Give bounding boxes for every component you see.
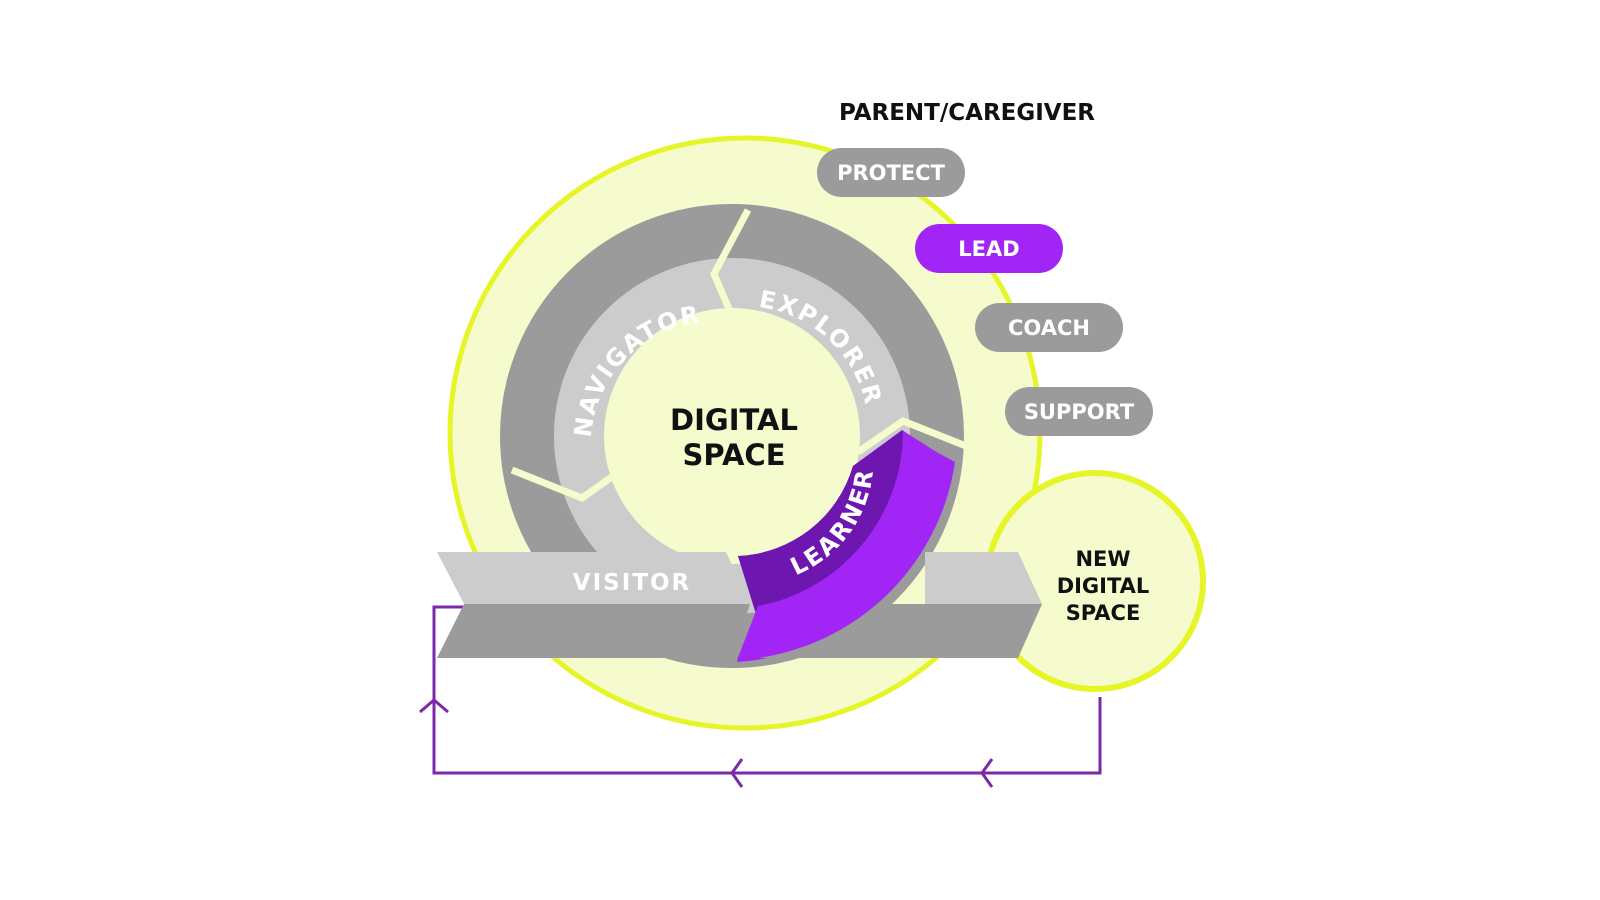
divider-exp-learn <box>856 417 968 455</box>
role-pill-protect: PROTECT <box>817 148 965 197</box>
divider-nav-exp <box>710 208 752 332</box>
visitor-band-top <box>437 552 750 604</box>
digital-space-center <box>619 321 849 551</box>
parent-caregiver-heading: PARENT/CAREGIVER <box>839 100 1095 126</box>
digital-space-line1: DIGITAL <box>670 403 798 437</box>
role-label-protect: PROTECT <box>837 161 945 185</box>
role-pill-support: SUPPORT <box>1005 387 1153 436</box>
new-space-line3: SPACE <box>1066 601 1141 625</box>
role-label-support: SUPPORT <box>1024 400 1135 424</box>
divider-visitor-nav <box>510 459 636 502</box>
digital-space-line2: SPACE <box>682 438 785 472</box>
new-space-line1: NEW <box>1075 547 1130 571</box>
new-space-line2: DIGITAL <box>1057 574 1150 598</box>
role-label-lead: LEAD <box>958 237 1019 261</box>
loop-arrow-left-1 <box>730 758 744 788</box>
learner-segment-front <box>737 434 955 660</box>
learner-segment-inner <box>738 430 904 614</box>
visitor-label: VISITOR <box>573 570 691 596</box>
return-loop-path <box>432 605 1102 775</box>
transition-band-top <box>925 552 1042 604</box>
transition-band-bottom <box>760 604 1042 658</box>
role-pill-lead: LEAD <box>915 224 1063 273</box>
loop-arrow-up <box>419 698 449 714</box>
visitor-band-bottom <box>437 604 750 658</box>
role-pill-coach: COACH <box>975 303 1123 352</box>
loop-arrow-left-2 <box>980 758 994 788</box>
role-label-coach: COACH <box>1008 316 1090 340</box>
